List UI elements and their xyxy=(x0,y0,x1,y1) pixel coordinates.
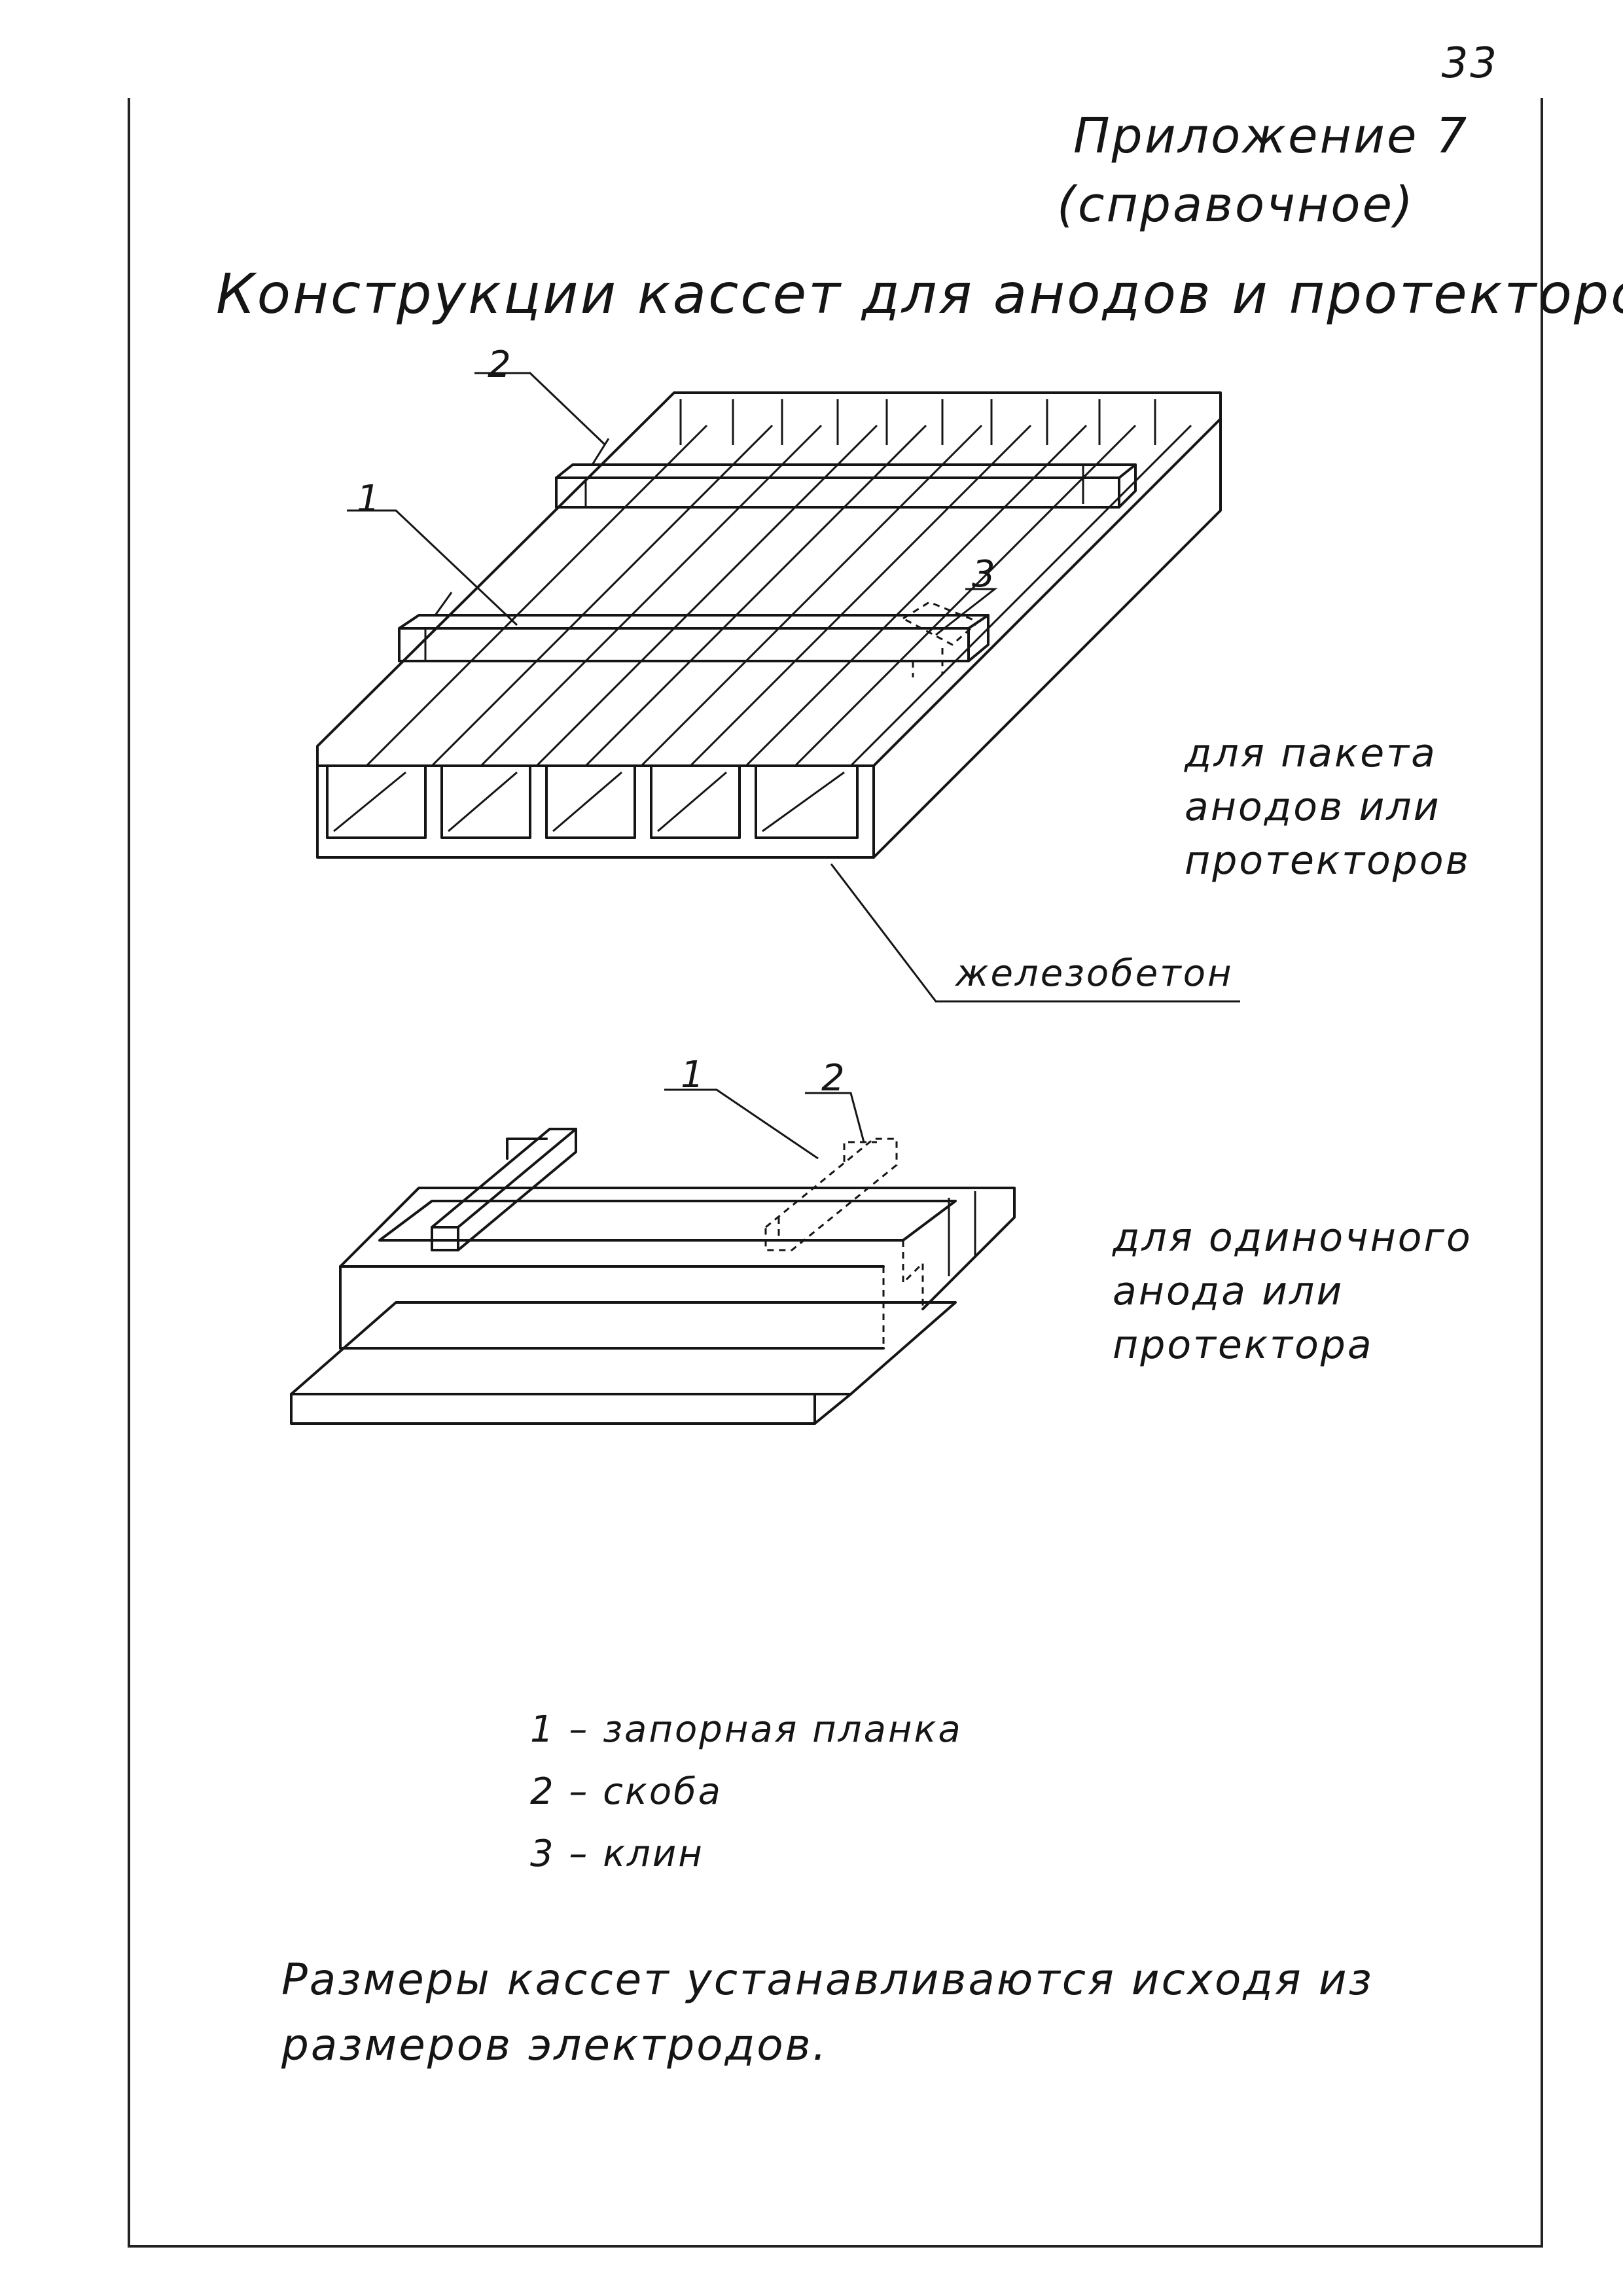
callout-1-bottom: 1 xyxy=(681,1054,706,1096)
legend-item-bracket: 2 – скоба xyxy=(530,1770,722,1813)
callout-2-bottom: 2 xyxy=(821,1057,847,1100)
single-cassette-drawing xyxy=(290,1088,1016,1425)
single-cassette-caption: для одиночного анода или протектора xyxy=(1113,1215,1472,1368)
page-frame xyxy=(128,98,1543,2248)
callout-1-top: 1 xyxy=(357,478,382,520)
legend-item-wedge: 3 – клин xyxy=(530,1833,704,1875)
multi-cassette-caption: для пакета анодов или протекторов xyxy=(1185,730,1471,884)
material-label: железобетон xyxy=(955,952,1234,995)
main-title: Конструкции кассет для анодов и протекто… xyxy=(216,262,1623,326)
page-number: 33 xyxy=(1441,39,1499,88)
multi-cassette-drawing xyxy=(316,372,1240,1003)
callout-3-top: 3 xyxy=(972,553,997,596)
appendix-subtitle: (справочное) xyxy=(1057,177,1415,233)
legend-item-locking-bar: 1 – запорная планка xyxy=(530,1708,963,1751)
appendix-title: Приложение 7 xyxy=(1073,108,1469,164)
callout-2-top: 2 xyxy=(488,344,513,386)
dimensions-note: Размеры кассет устанавливаются исходя из… xyxy=(281,1954,1374,2070)
